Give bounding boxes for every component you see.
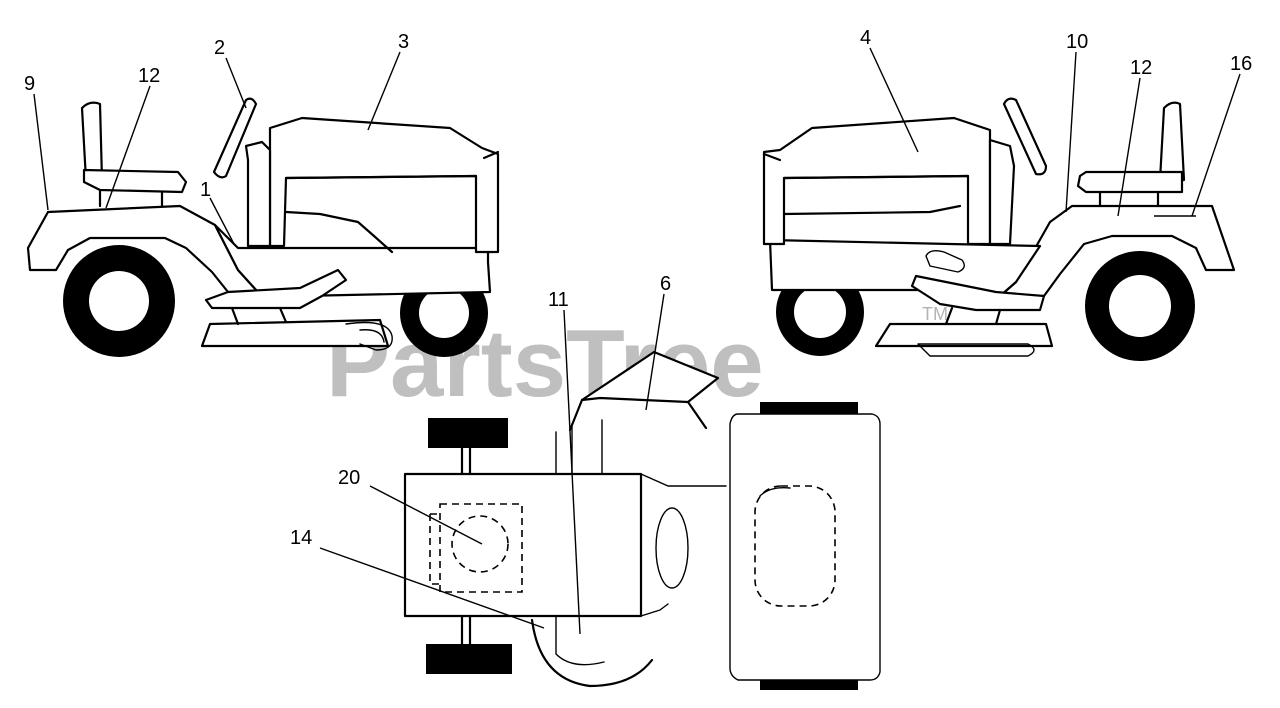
callout-2: 2: [214, 37, 225, 59]
left-rear-fender: [26, 204, 260, 294]
right-seat: [1076, 170, 1184, 194]
callout-9: 9: [24, 73, 35, 95]
right-tractor-side-view: [762, 97, 1236, 361]
right-steering-wheel: [1002, 97, 1048, 176]
top-rear-body: [403, 472, 643, 618]
callout-14: 14: [290, 527, 312, 549]
callout-labels: 9 12 2 3 1 4 10 12 16 6 11 20 14: [24, 27, 1252, 549]
callout-1: 1: [200, 179, 211, 201]
top-front-tire-2: [760, 680, 858, 690]
right-mower-deck: [874, 322, 1054, 348]
callout-11: 11: [548, 289, 569, 311]
right-steering-column: [988, 138, 1016, 246]
left-steering-column: [244, 140, 272, 248]
leader-lines: [33, 47, 1241, 635]
left-frame: [213, 223, 492, 298]
left-hood: [268, 116, 500, 254]
top-front-hood: [729, 413, 881, 681]
left-seat-back: [80, 101, 104, 182]
callout-12-right: 12: [1130, 57, 1152, 79]
top-left-rear-tire: [428, 418, 508, 448]
left-steering-wheel: [212, 97, 258, 179]
top-left-rear-tire-2: [426, 644, 512, 674]
left-mower-deck: [200, 318, 390, 348]
callout-10: 10: [1066, 31, 1088, 53]
right-hood: [762, 116, 992, 246]
right-seat-back: [1158, 101, 1186, 182]
top-cable: [530, 618, 654, 688]
callout-3: 3: [398, 31, 409, 53]
callout-12-left: 12: [138, 65, 160, 87]
right-frame: [768, 238, 1042, 298]
right-rear-fender: [998, 204, 1236, 298]
watermark-trademark: TM: [922, 304, 948, 324]
left-seat: [82, 168, 188, 194]
callout-16: 16: [1230, 53, 1252, 75]
watermark-text: PartsTree: [326, 310, 764, 417]
callout-6: 6: [660, 273, 671, 295]
top-steering-wheel: [580, 350, 720, 404]
callout-4: 4: [860, 27, 871, 49]
top-front-tire: [760, 402, 858, 414]
right-pedal: [910, 274, 1046, 312]
callout-20: 20: [338, 467, 360, 489]
left-tractor-side-view: [26, 97, 500, 357]
left-pedal: [204, 268, 348, 310]
